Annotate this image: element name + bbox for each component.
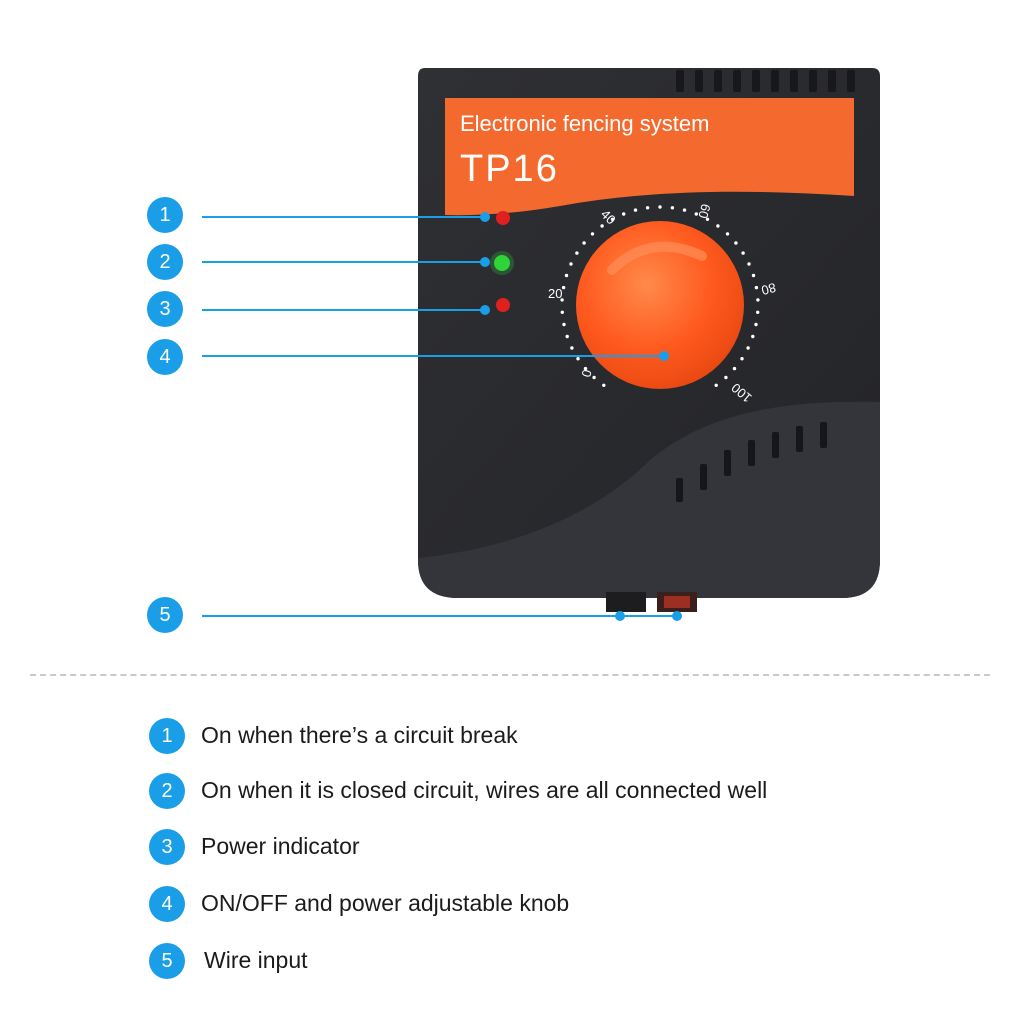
side-vent: [676, 422, 827, 502]
led-power: [496, 298, 510, 312]
legend-badge: 5: [149, 943, 185, 979]
dial-dot: [569, 262, 573, 266]
dial-dot: [658, 205, 662, 209]
dial-dot: [756, 298, 760, 302]
dial-dot: [734, 241, 738, 245]
dial-dot: [751, 273, 756, 278]
callout-badge: 2: [147, 244, 183, 280]
dial-dot: [732, 366, 737, 371]
dial-dot: [751, 334, 755, 339]
label-model: TP16: [460, 148, 559, 190]
dial-dot: [747, 262, 751, 266]
dial-dot: [716, 224, 720, 228]
led-closed-circuit-glow: [490, 251, 514, 275]
led-circuit-break: [496, 211, 510, 225]
dial-dot: [670, 206, 675, 210]
dial-dot: [582, 241, 586, 245]
dial-dot: [583, 366, 588, 371]
dial-tick-label: 60: [695, 202, 713, 220]
dial-dot: [561, 285, 566, 290]
dial-dot: [705, 217, 710, 221]
dial-tick-label: 20: [548, 286, 562, 301]
terminal-red-core: [664, 596, 690, 608]
dial-dot: [725, 232, 730, 236]
dial-dot: [622, 212, 626, 216]
dial-dot: [724, 375, 728, 380]
dial-dot: [633, 208, 638, 212]
top-vent: [676, 70, 855, 92]
dial-dot: [592, 375, 596, 380]
callout-badge: 4: [147, 339, 183, 375]
legend-item-text: Power indicator: [201, 833, 360, 859]
dial-dot: [590, 232, 595, 236]
section-divider: [30, 674, 990, 676]
dial-dot: [564, 273, 569, 278]
label-title: Electronic fencing system: [460, 111, 709, 136]
callout-badge: 3: [147, 291, 183, 327]
legend-item-text: ON/OFF and power adjustable knob: [201, 890, 570, 916]
legend-badge: 3: [149, 829, 185, 865]
dial-dot: [560, 310, 564, 314]
dial-dot: [570, 346, 574, 350]
dial-dot: [694, 212, 698, 216]
dial-dot: [746, 346, 750, 350]
legend-item-text: Wire input: [204, 947, 308, 973]
legend-badge: 2: [149, 773, 185, 809]
dial-tick-label: 0: [578, 368, 594, 379]
dial-dot: [682, 208, 687, 212]
terminal-black: [606, 592, 646, 612]
dial-scale: [560, 205, 760, 387]
callout-endpoints: [480, 212, 682, 621]
dial-dot: [562, 322, 566, 327]
legend-item-text: On when there’s a circuit break: [201, 722, 518, 748]
dial-dot: [754, 322, 758, 327]
callout-lines: [202, 216, 678, 617]
led-closed-circuit: [494, 255, 510, 271]
legend-badge: 4: [149, 886, 185, 922]
dial-dot: [576, 357, 580, 361]
dial-dot: [740, 357, 744, 361]
dial-dot: [754, 285, 759, 290]
dial-tick-label: 80: [760, 280, 778, 298]
dial-dot: [610, 217, 615, 221]
dial-dot: [645, 206, 650, 210]
legend-item-text: On when it is closed circuit, wires are …: [201, 777, 768, 803]
dial-dot: [602, 383, 606, 387]
label-panel: [445, 98, 854, 216]
legend-badge: 1: [149, 718, 185, 754]
knob-grip: [607, 241, 707, 275]
dial-dot: [575, 251, 579, 255]
callout-badge: 1: [147, 197, 183, 233]
dial-dot: [565, 334, 569, 339]
dial-dot: [756, 310, 760, 314]
bottom-wave-panel: [418, 401, 880, 598]
dial-dot: [600, 224, 604, 228]
callout-badge: 5: [147, 597, 183, 633]
dial-dot: [560, 298, 564, 302]
dial-dot: [741, 251, 745, 255]
dial-dot: [714, 383, 718, 387]
